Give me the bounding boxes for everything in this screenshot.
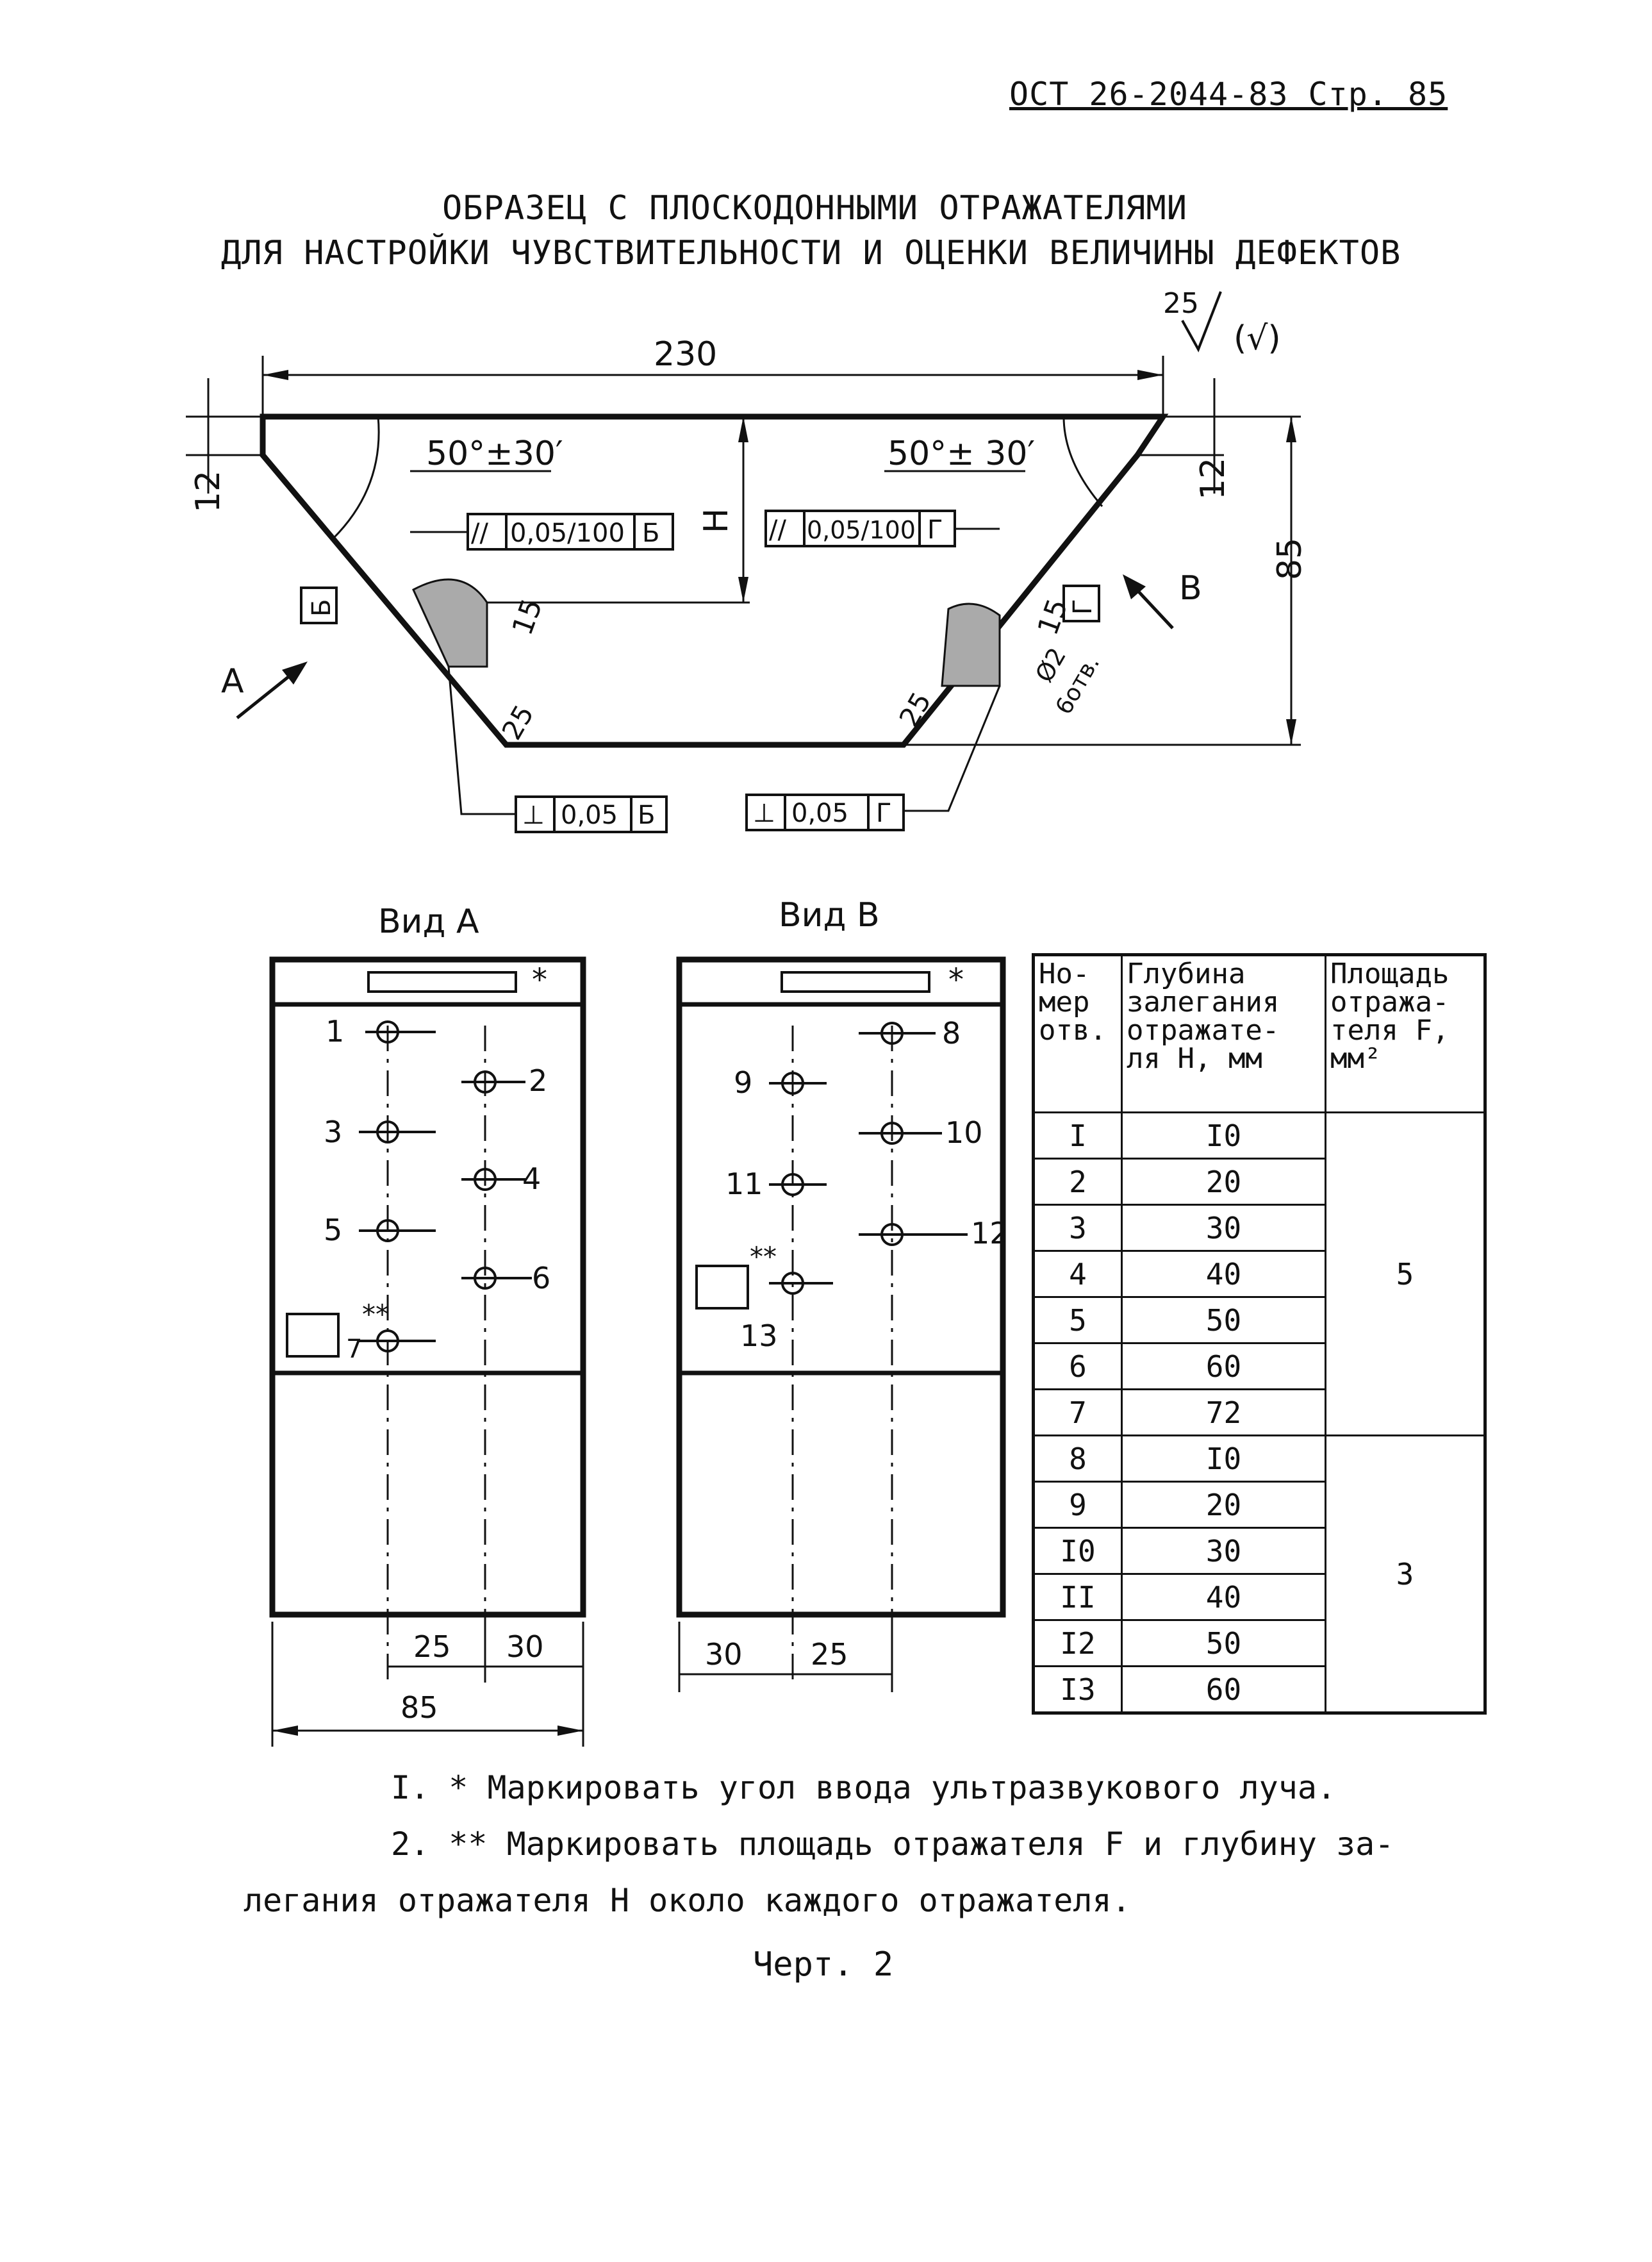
section-view: 230 12 12 85 50°±30′ 50°± 30′ H // [186, 335, 1309, 833]
reflector-table: Но- мер отв. Глубина залегания отражате-… [1032, 953, 1487, 1715]
svg-text:25: 25 [413, 1629, 451, 1664]
document-code: ОСТ 26-2044-83 Стр. 85 [1009, 76, 1448, 113]
svg-text:2: 2 [529, 1063, 547, 1098]
svg-text:H: H [697, 508, 736, 533]
svg-text:*: * [532, 962, 547, 998]
note-1: I. * Маркировать угол ввода ультразвуков… [391, 1769, 1337, 1806]
svg-text:6: 6 [532, 1261, 550, 1295]
svg-text:11: 11 [725, 1167, 763, 1201]
svg-text:0,05/100: 0,05/100 [807, 516, 916, 544]
svg-text:15: 15 [506, 595, 549, 640]
svg-text:Г: Г [1068, 599, 1098, 615]
svg-text:1: 1 [326, 1014, 344, 1049]
svg-text:4: 4 [522, 1161, 541, 1196]
svg-text:12: 12 [1194, 458, 1232, 500]
svg-text:230: 230 [654, 335, 717, 374]
svg-text:A: A [221, 662, 244, 701]
svg-text:0,05/100: 0,05/100 [510, 519, 625, 548]
svg-text:13: 13 [740, 1318, 778, 1353]
svg-text:**: ** [750, 1241, 777, 1272]
header-area: Площадь отража- теля F, мм² [1325, 954, 1486, 1113]
svg-text:10: 10 [945, 1115, 983, 1150]
svg-text:9: 9 [734, 1065, 752, 1100]
svg-text:7: 7 [346, 1335, 362, 1364]
svg-text:⊥: ⊥ [753, 799, 775, 828]
svg-text:Г: Г [927, 515, 943, 545]
roughness-mark: 25 (√) [1163, 287, 1281, 358]
drawing-caption: Черт. 2 [753, 1945, 894, 1984]
svg-text:Б: Б [638, 801, 655, 830]
note-2: 2. ** Маркировать площадь отражателя F и… [391, 1825, 1394, 1863]
svg-text:⊥: ⊥ [522, 801, 545, 830]
svg-text:Вид В: Вид В [779, 896, 880, 935]
view-a: Вид А * 1 2 3 4 5 6 7 ** 25 30 [269, 902, 586, 1747]
svg-text:50°± 30′: 50°± 30′ [888, 435, 1035, 473]
svg-text:30: 30 [506, 1629, 544, 1664]
svg-text:3: 3 [324, 1115, 342, 1149]
svg-text:8: 8 [942, 1016, 961, 1051]
svg-text:B: B [1179, 569, 1202, 608]
svg-text:25: 25 [1163, 287, 1199, 320]
header-depth: Глубина залегания отражате- ля Н, мм [1121, 954, 1326, 1113]
note-2-cont: легания отражателя Н около каждого отраж… [244, 1882, 1131, 1919]
svg-text:85: 85 [401, 1690, 438, 1725]
svg-text:25: 25 [893, 687, 938, 733]
view-b: Вид В * 8 9 10 11 12 13 ** 30 25 [676, 896, 1009, 1692]
svg-text://: // [769, 515, 786, 545]
svg-text:*: * [948, 962, 964, 998]
svg-text:(√): (√) [1234, 319, 1281, 358]
svg-text:0,05: 0,05 [561, 801, 618, 830]
svg-text:85: 85 [1271, 538, 1309, 580]
svg-text:12: 12 [971, 1216, 1009, 1251]
svg-text:Г: Г [876, 799, 891, 828]
svg-text:30: 30 [705, 1637, 743, 1672]
svg-text:Б: Б [642, 519, 659, 548]
svg-text:25: 25 [811, 1637, 848, 1672]
svg-text:0,05: 0,05 [791, 799, 848, 828]
notes: I. * Маркировать угол ввода ультразвуков… [244, 1759, 1493, 1929]
header-number: Но- мер отв. [1032, 954, 1123, 1113]
svg-text:Вид А: Вид А [378, 902, 479, 941]
svg-text:5: 5 [324, 1213, 342, 1247]
title-line-1: ОБРАЗЕЦ С ПЛОСКОДОННЫМИ ОТРАЖАТЕЛЯМИ [442, 189, 1188, 228]
svg-text:12: 12 [189, 470, 227, 513]
svg-text:Б: Б [307, 599, 336, 617]
svg-text:**: ** [362, 1299, 389, 1330]
svg-text:50°±30′: 50°±30′ [426, 435, 563, 473]
svg-text://: // [471, 519, 488, 548]
title-line-2: ДЛЯ НАСТРОЙКИ ЧУВСТВИТЕЛЬНОСТИ И ОЦЕНКИ … [221, 234, 1401, 272]
